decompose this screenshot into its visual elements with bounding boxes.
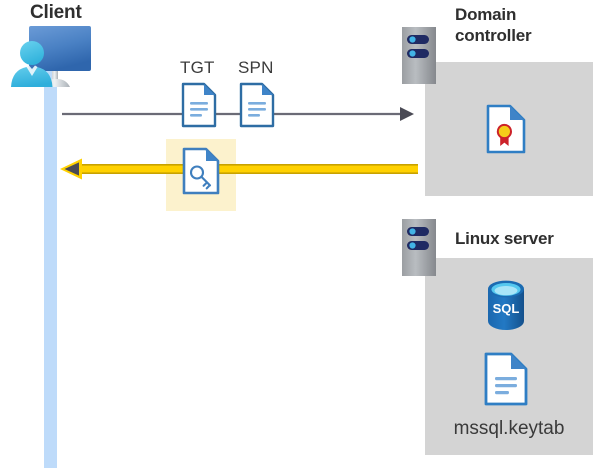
certificate-document-icon [486,104,526,154]
spn-label: SPN [238,58,274,77]
sql-database-icon: SQL [484,280,528,330]
domain-controller-title: Domain controller [455,4,585,46]
keytab-document-icon [484,352,528,406]
keytab-filename-label: mssql.keytab [453,418,565,439]
linux-server-title: Linux server [455,229,554,248]
domain-controller-title-line2: controller [455,26,532,45]
client-lifeline [44,68,57,468]
domain-controller-server-rack-icon [402,27,436,84]
domain-controller-title-line1: Domain [455,5,517,24]
workstation-user-icon [6,22,110,94]
linux-server-rack-icon [402,219,436,276]
request-arrow-right [62,105,414,123]
response-arrow-left [60,158,418,180]
client-title: Client [30,2,82,23]
tgt-document-icon [181,82,217,128]
tgt-label: TGT [180,58,215,77]
spn-document-icon [239,82,275,128]
sql-database-label: SQL [493,301,520,316]
key-document-icon [182,147,220,195]
